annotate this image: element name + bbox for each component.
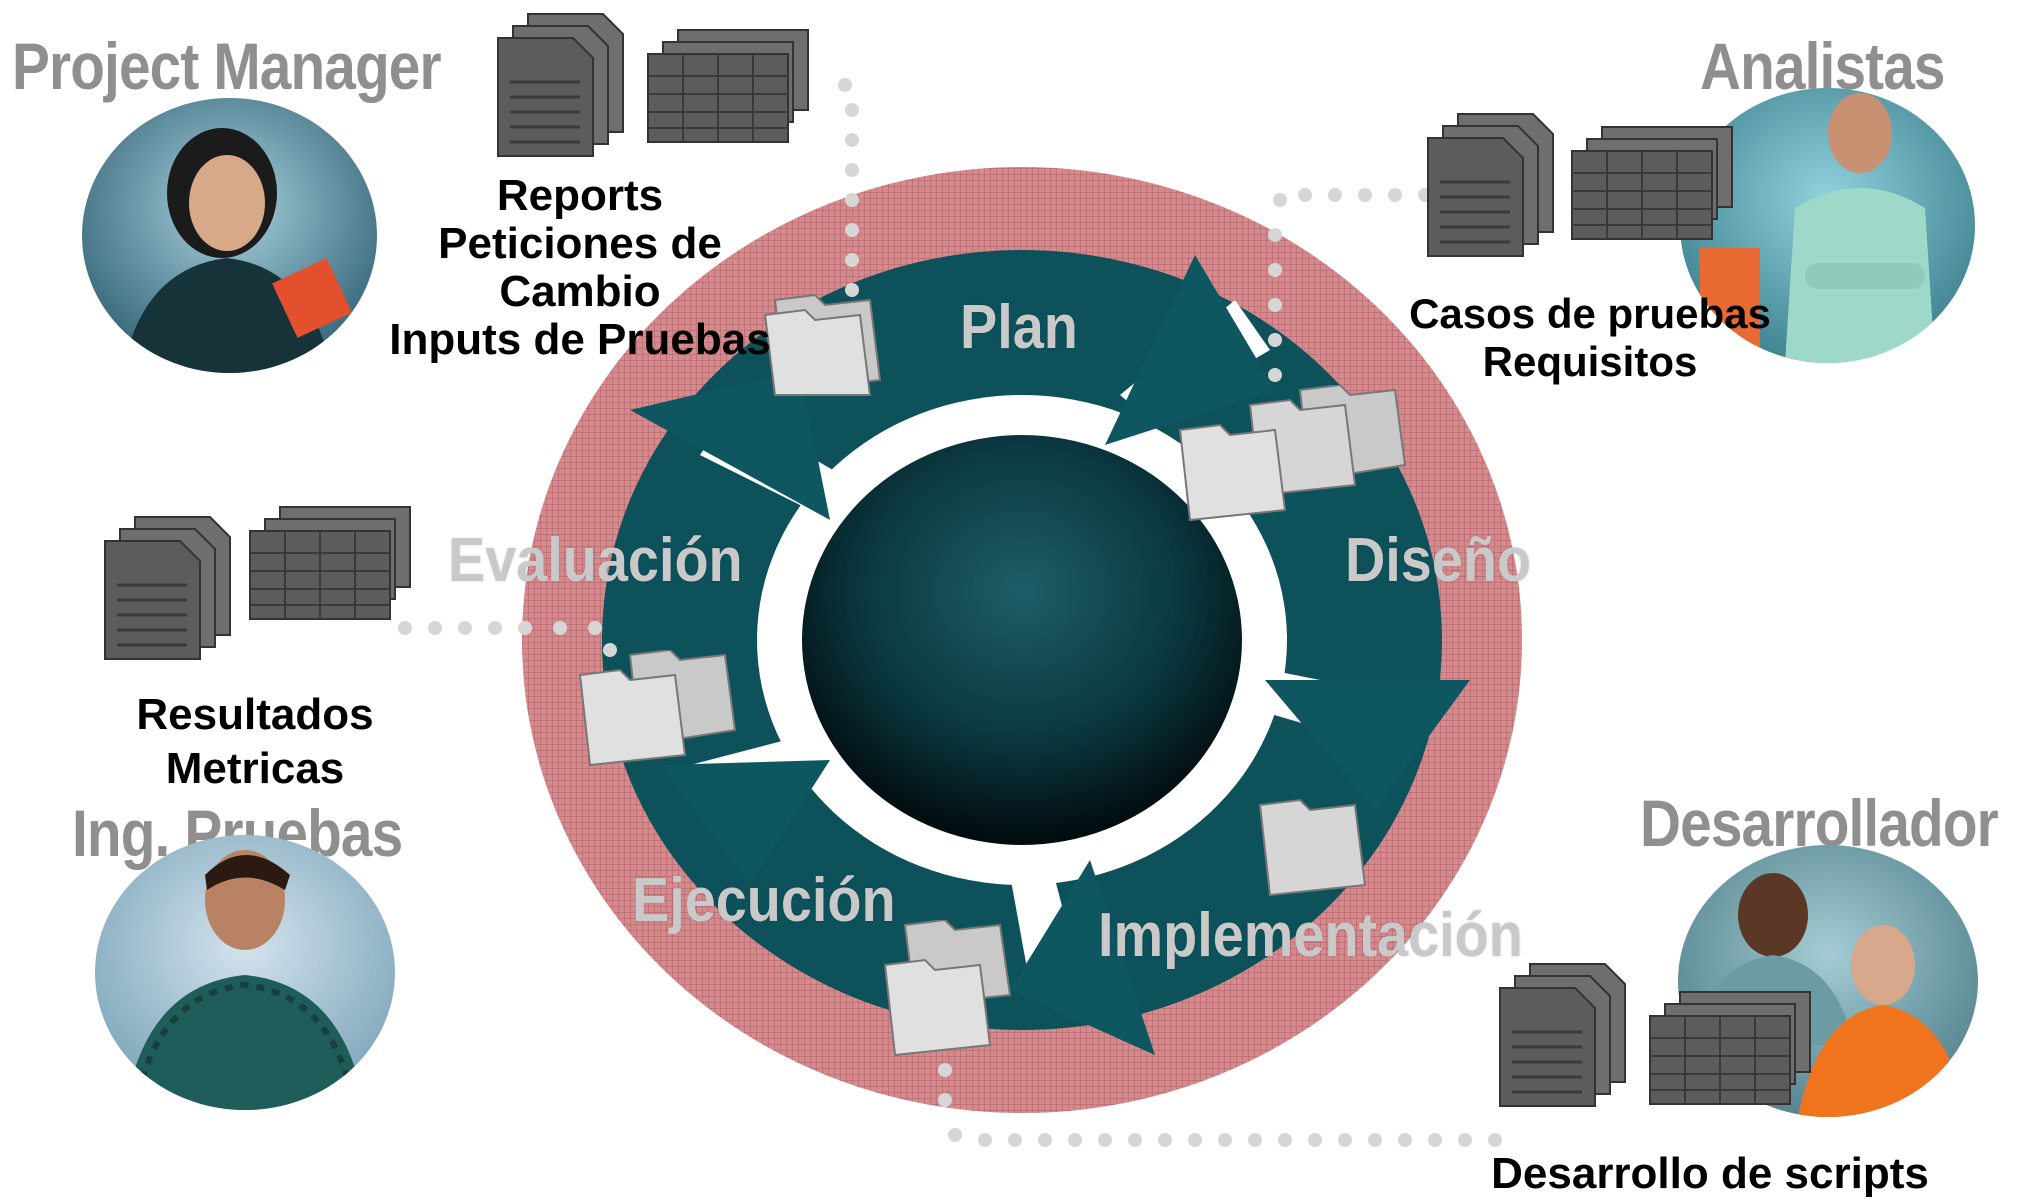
ing-pruebas-artifact-line: Resultados [136, 690, 374, 739]
pm-artifacts: Reports Peticiones de Cambio Inputs de P… [370, 172, 790, 364]
arrow-head-plan [1105, 255, 1275, 445]
phase-diseno: Diseño [1345, 526, 1532, 595]
desarrollador-artifact-line: Desarrollo de scripts [1491, 1149, 1929, 1198]
pm-artifact-line: Inputs de Pruebas [389, 315, 771, 364]
analistas-photo [1680, 88, 1975, 363]
arrow-head-implementacion [1010, 860, 1155, 1055]
document-stack-icon [104, 516, 231, 660]
spreadsheet-stack-icon [249, 506, 411, 620]
desarrollador-artifacts: Desarrollo de scripts [1470, 1150, 1950, 1198]
document-stack-icon [497, 13, 624, 157]
ing-pruebas-artifact-line: Metricas [165, 744, 345, 793]
folder-stack-icon [763, 293, 882, 396]
analistas-artifact-line: Requisitos [1482, 338, 1698, 385]
pm-artifact-line: Reports [496, 171, 664, 220]
project-manager-photo [82, 98, 377, 373]
spreadsheet-stack-icon [1571, 126, 1733, 240]
spreadsheet-stack-icon [647, 29, 809, 143]
document-stack-icon [1427, 113, 1554, 257]
folder-stack-icon [883, 920, 1012, 1057]
pm-artifact-line: Cambio [499, 267, 661, 316]
pm-artifact-line: Peticiones de [438, 219, 722, 268]
dotted-connectors [398, 78, 1502, 1147]
desarrollador-photo [1678, 845, 1978, 1117]
folder-stack-icon [1258, 798, 1367, 897]
phase-plan: Plan [960, 293, 1078, 362]
analistas-artifacts: Casos de pruebas Requisitos [1405, 290, 1775, 386]
arrow-head-ejecucion [660, 760, 830, 885]
phase-ejecucion: Ejecución [632, 866, 896, 935]
central-hub [802, 435, 1242, 845]
role-project-manager: Project Manager [12, 29, 442, 103]
document-stack-icon [1499, 963, 1626, 1107]
arrow-head-diseno [1265, 680, 1470, 810]
analistas-artifact-line: Casos de pruebas [1409, 290, 1771, 337]
phase-evaluacion: Evaluación [448, 526, 743, 595]
arrow-heads [630, 255, 1470, 1055]
phase-implementacion: Implementación [1098, 901, 1523, 970]
folder-stack-icon [1178, 385, 1407, 522]
ing-pruebas-artifacts: Resultados Metricas [110, 688, 400, 796]
ing-pruebas-photo [95, 835, 395, 1110]
folder-stack-icon [578, 650, 737, 767]
spreadsheet-stack-icon [1649, 991, 1811, 1105]
arrow-head-evaluacion [630, 370, 830, 520]
